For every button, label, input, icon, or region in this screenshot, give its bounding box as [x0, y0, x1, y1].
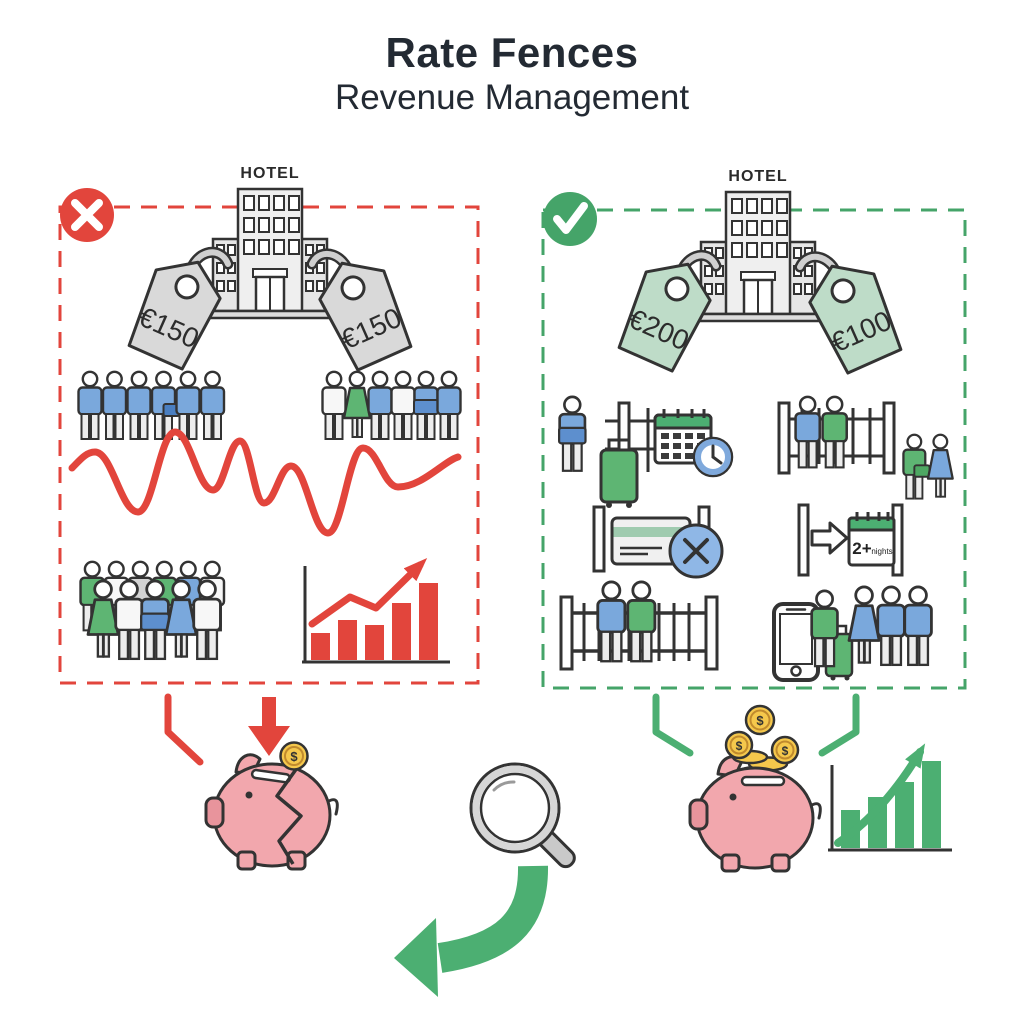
- min-stay-value: 2+: [852, 539, 871, 558]
- curved-arrow-icon: [394, 865, 549, 997]
- left-panel-no-fences: HOTEL €150 €150: [58, 165, 480, 685]
- person-icon: [794, 395, 821, 469]
- person-icon: [821, 395, 848, 469]
- gain-connector-right: [818, 693, 860, 757]
- non-refundable-fence: [592, 505, 724, 579]
- magnifier-icon: [469, 762, 576, 869]
- loss-connector-line: [164, 693, 204, 766]
- price-tag-right-2: €100: [800, 252, 906, 375]
- person-icon: [199, 370, 226, 440]
- price-tag-left-1: €150: [124, 248, 230, 371]
- hotel-label-right: HOTEL: [728, 168, 787, 185]
- hotel-icon-left: HOTEL: [207, 165, 333, 318]
- coin-icon-r3: $: [770, 735, 800, 765]
- page-title: Rate Fences: [385, 29, 639, 76]
- success-badge-icon: [543, 192, 597, 246]
- page-subtitle: Revenue Management: [334, 78, 690, 117]
- coin-symbol: $: [782, 744, 789, 758]
- full-piggy-bank-icon: $ $ $: [688, 704, 822, 873]
- broken-piggy-bank-icon: [204, 753, 339, 871]
- bar: [895, 782, 914, 848]
- person-icon: [175, 370, 201, 440]
- clock-icon: [692, 436, 734, 478]
- crack-line: [275, 766, 303, 865]
- guest-segments: [77, 370, 954, 668]
- person-icon: [810, 589, 839, 668]
- error-badge-icon: [60, 188, 114, 242]
- bar: [338, 620, 357, 660]
- coin-symbol: $: [756, 713, 764, 728]
- coin-icon-r2: $: [724, 730, 754, 760]
- person-icon: [902, 433, 931, 500]
- demand-chart-red: [302, 566, 450, 664]
- person-icon: [192, 579, 222, 661]
- price-tag-left-2: €150: [310, 249, 416, 372]
- row1-right-group: [321, 370, 462, 440]
- left-panel-border: [58, 205, 480, 685]
- person-icon: [126, 370, 152, 440]
- couple-group: [902, 433, 954, 500]
- guests-group: [847, 585, 933, 667]
- trend-arrow-red: [308, 558, 428, 628]
- person-icon: [558, 395, 587, 472]
- price-tag-right-1: €200: [614, 250, 720, 373]
- person-icon: [413, 370, 439, 440]
- bar: [392, 603, 411, 660]
- person-icon: [140, 579, 171, 661]
- person-icon: [101, 370, 128, 440]
- down-arrow-icon: [248, 697, 290, 756]
- min-stay-calendar-icon: 2+ nights: [847, 512, 896, 567]
- right-panel-border: [541, 208, 967, 690]
- person-icon: [321, 370, 347, 440]
- right-panel-rate-fences: HOTEL €200 €100: [541, 168, 967, 852]
- revenue-chart-green: [828, 765, 952, 852]
- min-stay-fence: 2+ nights: [797, 503, 904, 577]
- bar: [922, 761, 941, 848]
- mobile-booking-icon: [772, 602, 820, 682]
- no-cancellation-icon: [668, 523, 724, 579]
- person-icon: [847, 585, 881, 664]
- person-icon: [876, 585, 906, 667]
- person-icon: [626, 580, 657, 663]
- person-icon: [342, 370, 372, 438]
- coin-symbol: $: [290, 749, 298, 764]
- header: Rate Fences Revenue Management: [0, 30, 1024, 120]
- person-icon: [596, 580, 627, 663]
- host-group: [558, 395, 587, 472]
- arrow-right-icon: [810, 521, 849, 555]
- bar: [365, 625, 384, 660]
- advance-booking-fence: [599, 401, 734, 508]
- person-icon: [926, 433, 954, 498]
- person-icon: [436, 370, 462, 440]
- hotel-label-left: HOTEL: [240, 165, 299, 182]
- person-icon: [77, 370, 103, 440]
- person-icon: [86, 579, 120, 658]
- trend-arrow-green: [834, 743, 926, 847]
- coin-icon-left: $: [279, 741, 309, 771]
- row1-left-group: [77, 370, 226, 440]
- hotel-icon-right: HOTEL: [695, 168, 821, 321]
- min-stay-unit: nights: [871, 547, 892, 556]
- bar: [311, 633, 330, 660]
- traveler-group: [810, 589, 839, 668]
- coin-symbol: $: [736, 739, 743, 753]
- suitcase-icon: [599, 438, 639, 508]
- person-icon: [390, 370, 416, 440]
- coin-icon-r1: $: [744, 704, 776, 736]
- long-fence-pair-group: [596, 580, 657, 663]
- gain-connector-left: [652, 693, 694, 757]
- person-icon: [367, 370, 393, 440]
- demand-fluctuation-line: [68, 428, 462, 537]
- crowd-front-group: [86, 579, 222, 661]
- calendar-icon: [653, 409, 713, 465]
- fence-pair-group: [794, 395, 848, 469]
- person-icon: [114, 579, 144, 661]
- bar: [419, 583, 438, 660]
- person-icon: [903, 585, 933, 667]
